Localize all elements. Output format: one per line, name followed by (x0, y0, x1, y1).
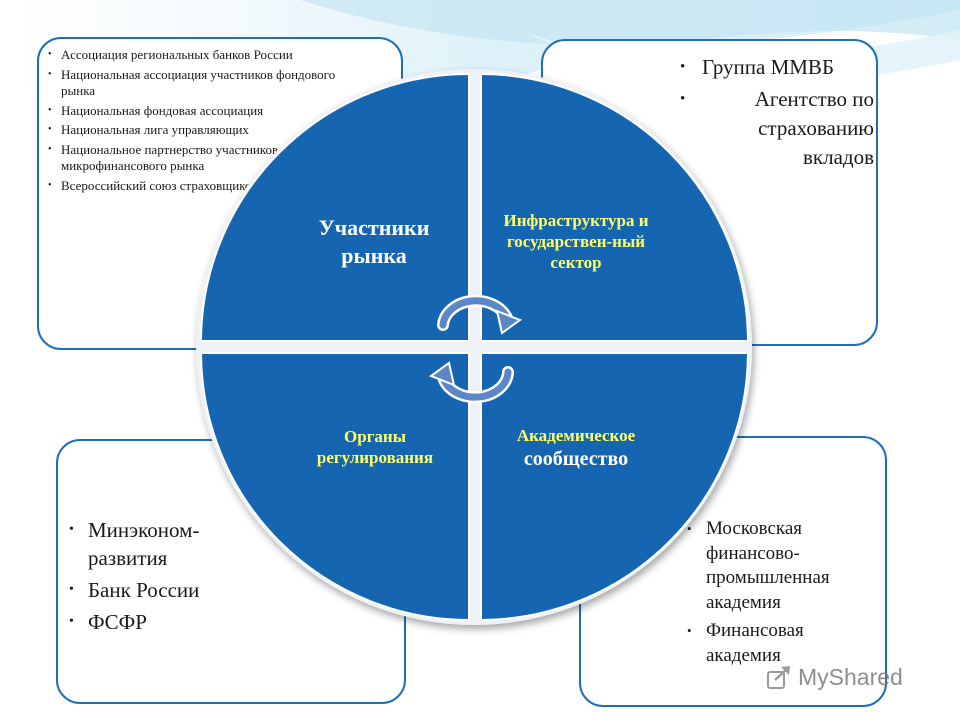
quadrant-top-left (199, 72, 470, 342)
quadrant-label-academic: Академическое сообщество (486, 425, 666, 472)
quadrant-label-regulators: Органы регулирования (316, 427, 434, 467)
list-item: Национальная лига управляющих (48, 122, 351, 139)
cycle-arrows-icon (428, 294, 523, 404)
quadrant-label-academic-line2: сообщество (523, 448, 629, 470)
quadrant-label-academic-line1: Академическое (516, 426, 636, 445)
list-infrastructure: Группа ММВБ Агентство по страхованию вкл… (680, 53, 874, 175)
list-academic: Московская финансово-промышленная академ… (687, 517, 881, 672)
list-item: Национальная ассоциация участников фондо… (48, 67, 351, 100)
quadrant-top-right (480, 72, 750, 342)
list-item: Национальное партнерство участников микр… (48, 142, 351, 175)
list-item: Минэконом-развития (69, 516, 258, 572)
share-icon (767, 666, 790, 689)
list-item: Ассоциация региональных банков России (48, 47, 351, 64)
quadrant-bottom-right (480, 352, 750, 622)
list-item: Всероссийский союз страховщиков (48, 178, 351, 195)
quadrant-label-infrastructure: Инфраструктура и государствен-ный сектор (503, 211, 649, 272)
quadrant-bottom-left (199, 352, 470, 622)
list-regulators: Минэконом-развития Банк России ФСФР (69, 516, 258, 640)
list-item: Банк России (69, 576, 258, 604)
list-market-participants: Ассоциация региональных банков России На… (48, 47, 351, 197)
list-item: Финансовая академия (687, 619, 881, 668)
list-item: Московская финансово-промышленная академ… (687, 517, 881, 615)
quadrant-label-market-participants: Участники рынка (318, 215, 430, 268)
watermark: MyShared (766, 662, 936, 692)
watermark-text: MyShared (798, 663, 903, 690)
list-item: Группа ММВБ (680, 53, 874, 82)
list-item: ФСФР (69, 608, 258, 636)
list-item: Национальная фондовая ассоциация (48, 103, 351, 120)
list-item: Агентство по страхованию вкладов (680, 85, 874, 172)
